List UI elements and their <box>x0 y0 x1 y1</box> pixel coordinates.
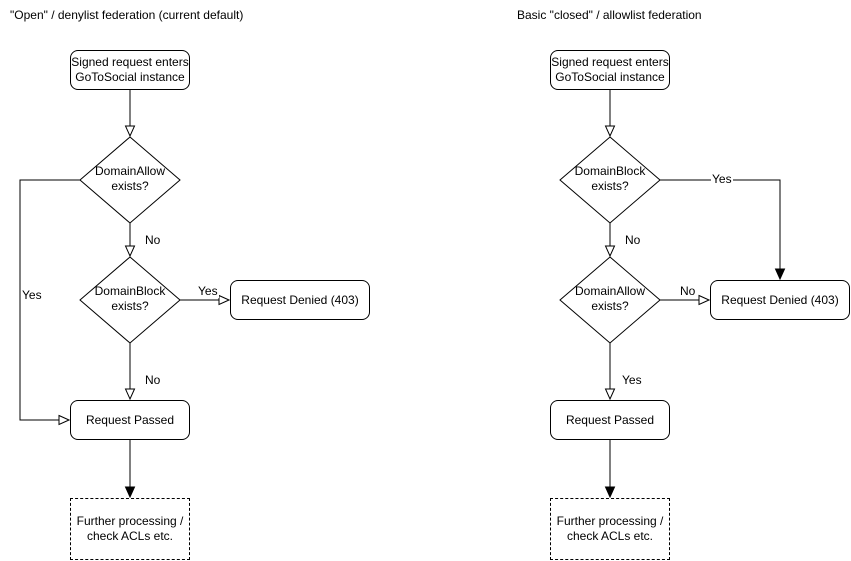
left-edge-decision1-yes-loop <box>19 179 80 420</box>
right-decision1-diamond <box>559 136 661 224</box>
left-decision2-no-label: No <box>144 373 162 387</box>
right-decision1-line1: DomainBlock <box>574 164 646 178</box>
left-decision1-line2: exists? <box>111 179 149 193</box>
right-start-line2: GoToSocial instance <box>555 70 665 84</box>
right-further-node: Further processing / check ACLs etc. <box>550 498 670 560</box>
right-decision2-yes-label: Yes <box>621 373 643 387</box>
left-decision2-text: DomainBlock exists? <box>80 284 180 314</box>
right-flow-title: Basic "closed" / allowlist federation <box>517 8 702 22</box>
left-start-node: Signed request enters GoToSocial instanc… <box>70 50 190 90</box>
left-flow-title: "Open" / denylist federation (current de… <box>10 8 244 22</box>
left-decision1-line1: DomainAllow <box>94 164 166 178</box>
right-decision2-line2: exists? <box>591 299 629 313</box>
right-decision1-no-label: No <box>624 233 642 247</box>
left-decision1-yes-label: Yes <box>21 288 43 302</box>
left-denied-label: Request Denied (403) <box>241 292 359 307</box>
right-start-node: Signed request enters GoToSocial instanc… <box>550 50 670 90</box>
right-passed-node: Request Passed <box>550 400 670 440</box>
left-further-line1: Further processing / <box>76 514 184 528</box>
left-flow-shapes <box>79 136 181 344</box>
left-decision2-line2: exists? <box>111 299 149 313</box>
right-start-line1: Signed request enters <box>551 55 669 69</box>
right-flow-shapes <box>559 136 661 344</box>
left-start-line2: GoToSocial instance <box>75 70 185 84</box>
left-passed-node: Request Passed <box>70 400 190 440</box>
left-decision1-no-label: No <box>144 233 162 247</box>
right-decision1-yes-label: Yes <box>711 172 733 186</box>
right-denied-label: Request Denied (403) <box>721 292 839 307</box>
right-flow-edges <box>610 90 780 497</box>
right-further-line1: Further processing / <box>556 514 664 528</box>
left-decision1-diamond <box>79 136 181 224</box>
left-flow-edges <box>19 90 229 497</box>
left-passed-label: Request Passed <box>85 412 175 427</box>
right-further-line2: check ACLs etc. <box>566 529 654 543</box>
left-further-node: Further processing / check ACLs etc. <box>70 498 190 560</box>
right-decision1-line2: exists? <box>591 179 629 193</box>
left-decision2-yes-label: Yes <box>197 284 219 298</box>
right-passed-label: Request Passed <box>565 412 655 427</box>
right-decision2-no-label: No <box>679 284 697 298</box>
left-decision2-diamond <box>79 256 181 344</box>
right-decision2-line1: DomainAllow <box>574 284 646 298</box>
left-further-line2: check ACLs etc. <box>86 529 174 543</box>
left-decision1-text: DomainAllow exists? <box>80 164 180 194</box>
right-decision1-text: DomainBlock exists? <box>560 164 660 194</box>
right-decision2-text: DomainAllow exists? <box>560 284 660 314</box>
left-decision2-line1: DomainBlock <box>94 284 166 298</box>
left-denied-node: Request Denied (403) <box>230 280 370 320</box>
right-edge-decision1-yes <box>660 179 780 279</box>
right-decision2-diamond <box>559 256 661 344</box>
left-start-line1: Signed request enters <box>71 55 189 69</box>
right-denied-node: Request Denied (403) <box>710 280 850 320</box>
